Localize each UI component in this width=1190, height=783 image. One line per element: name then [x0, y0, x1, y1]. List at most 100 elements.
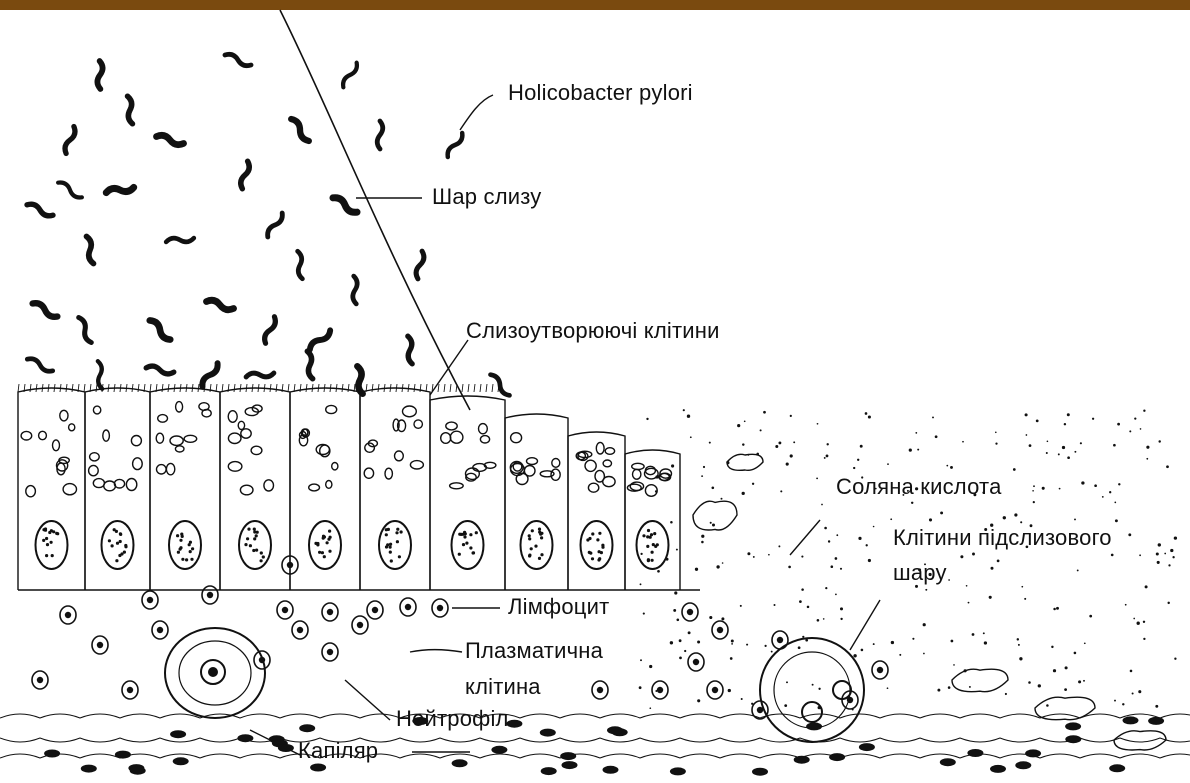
acid-dot	[802, 636, 804, 638]
acid-dot	[1102, 496, 1104, 498]
mucin-granule	[480, 436, 489, 443]
acid-dot	[747, 454, 749, 456]
bacterium	[98, 361, 102, 389]
mucin-granule	[133, 458, 143, 470]
chromatin-dot	[260, 559, 263, 562]
mucin-granule	[184, 435, 197, 442]
cell-nucleus	[297, 627, 303, 633]
acid-dot	[741, 698, 743, 700]
acid-dot	[1114, 502, 1116, 504]
acid-dot	[701, 475, 703, 477]
chromatin-dot	[124, 544, 127, 547]
cell-nucleus	[97, 642, 103, 648]
acid-dot	[1094, 484, 1097, 487]
acid-dot	[1033, 501, 1035, 503]
acid-dot	[701, 535, 704, 538]
mucin-granule	[527, 458, 538, 465]
acid-dot	[923, 653, 925, 655]
bacterium	[206, 300, 233, 309]
chromatin-dot	[253, 537, 256, 540]
mucin-granule	[166, 463, 174, 474]
cilium	[336, 384, 337, 392]
cell-nucleus	[717, 627, 723, 633]
chromatin-dot	[113, 528, 116, 531]
chromatin-dot	[528, 554, 531, 557]
acid-dot	[1025, 413, 1028, 416]
acid-dot	[1083, 680, 1085, 682]
cilium	[18, 384, 19, 392]
chromatin-dot	[108, 539, 111, 542]
cilium	[318, 384, 319, 392]
chromatin-dot	[653, 532, 656, 535]
bacterium	[166, 238, 194, 242]
acid-dot	[730, 657, 733, 660]
chromatin-dot	[327, 538, 330, 541]
chromatin-dot	[123, 551, 126, 554]
chromatin-dot	[469, 546, 472, 549]
fibroblast-nucleus	[310, 764, 326, 772]
acid-dot	[683, 409, 685, 411]
epithelial-cell	[290, 388, 360, 590]
acid-dot	[1167, 602, 1169, 604]
acid-dot	[1047, 440, 1049, 442]
acid-dot	[868, 415, 871, 418]
acid-dot	[962, 441, 964, 443]
epithelial-cell	[360, 388, 430, 590]
cilium	[324, 384, 325, 392]
acid-dot	[1013, 468, 1016, 471]
acid-dot	[710, 522, 712, 524]
chromatin-dot	[116, 542, 119, 545]
acid-dot	[751, 703, 753, 705]
cilium	[438, 384, 439, 392]
acid-dot	[940, 511, 943, 514]
chromatin-dot	[385, 545, 388, 548]
chromatin-dot	[591, 532, 594, 535]
acid-dot	[836, 534, 838, 536]
acid-dot	[1014, 513, 1017, 516]
fibroblast-nucleus	[829, 753, 845, 761]
bacterium	[265, 317, 276, 344]
acid-dot	[860, 445, 863, 448]
cell-nucleus	[687, 609, 693, 615]
bacterium	[86, 236, 93, 263]
mucin-granule	[365, 443, 375, 452]
mucin-granule	[645, 466, 655, 474]
acid-dot	[1080, 442, 1082, 444]
bacterium	[27, 359, 52, 372]
chromatin-dot	[389, 546, 392, 549]
cilium	[252, 384, 253, 392]
acid-dot	[995, 432, 997, 434]
acid-dot	[1067, 456, 1070, 459]
acid-dot	[816, 477, 818, 479]
chromatin-dot	[539, 533, 542, 536]
mucin-granule	[326, 405, 337, 413]
cilium	[60, 384, 61, 392]
acid-dot	[793, 441, 795, 443]
chromatin-dot	[119, 533, 122, 536]
acid-dot	[929, 518, 932, 521]
acid-dot	[818, 688, 820, 690]
acid-dot	[1056, 607, 1059, 610]
cilium	[384, 384, 385, 392]
mucin-granule	[176, 402, 183, 412]
nucleus	[452, 521, 484, 569]
acid-dot	[857, 459, 859, 461]
acid-dot	[756, 453, 759, 456]
cilium	[42, 384, 43, 392]
cilium	[198, 384, 199, 392]
acid-dot	[1084, 642, 1086, 644]
acid-dot	[786, 681, 788, 683]
mucin-granule	[228, 411, 237, 423]
cilium	[240, 384, 241, 392]
chromatin-dot	[400, 530, 403, 533]
cell-nucleus	[282, 607, 288, 613]
acid-dot	[989, 596, 992, 599]
cell-nucleus	[65, 612, 71, 618]
label-h-pylori: Holicobacter pylori	[508, 82, 693, 104]
label-hcl: Соляна кислота	[836, 476, 1002, 498]
acid-dot	[670, 641, 673, 644]
epithelial-cell	[220, 388, 290, 590]
mucin-granule	[199, 403, 209, 411]
chromatin-dot	[654, 545, 657, 548]
cilium	[342, 384, 343, 392]
